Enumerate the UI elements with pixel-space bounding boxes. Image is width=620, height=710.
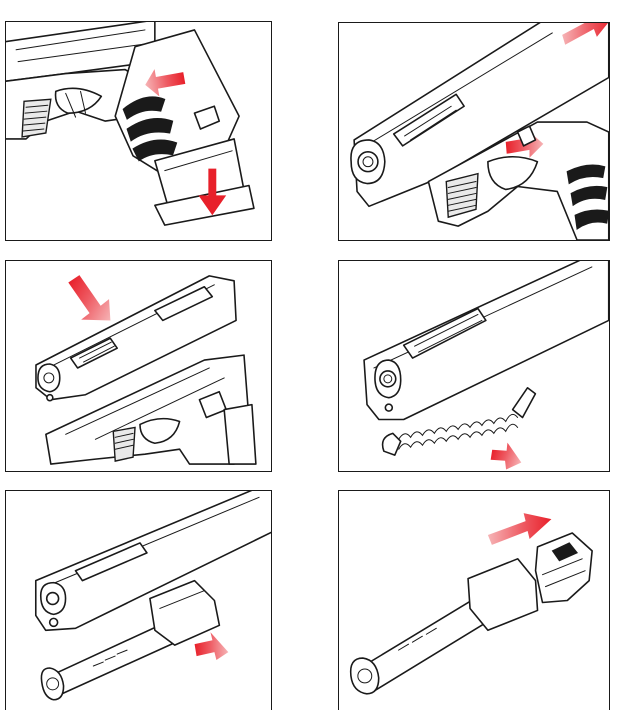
step-1-panel <box>5 21 272 241</box>
step-3-illustration <box>6 261 271 471</box>
step-1-illustration <box>6 22 271 240</box>
step-2-panel <box>338 22 610 241</box>
spring-out-arrow <box>487 439 526 471</box>
step-3-panel <box>5 260 272 472</box>
step-4-illustration <box>339 261 609 471</box>
step-6-illustration <box>339 491 609 710</box>
step-6-panel <box>338 490 610 710</box>
slide-off-arrow <box>55 272 122 332</box>
step-5-illustration <box>6 491 271 710</box>
step-2-illustration <box>339 23 609 240</box>
step-4-panel <box>338 260 610 472</box>
step-5-panel <box>5 490 272 710</box>
barrel-direction-arrow <box>488 513 552 545</box>
barrel-out-arrow <box>195 632 229 660</box>
